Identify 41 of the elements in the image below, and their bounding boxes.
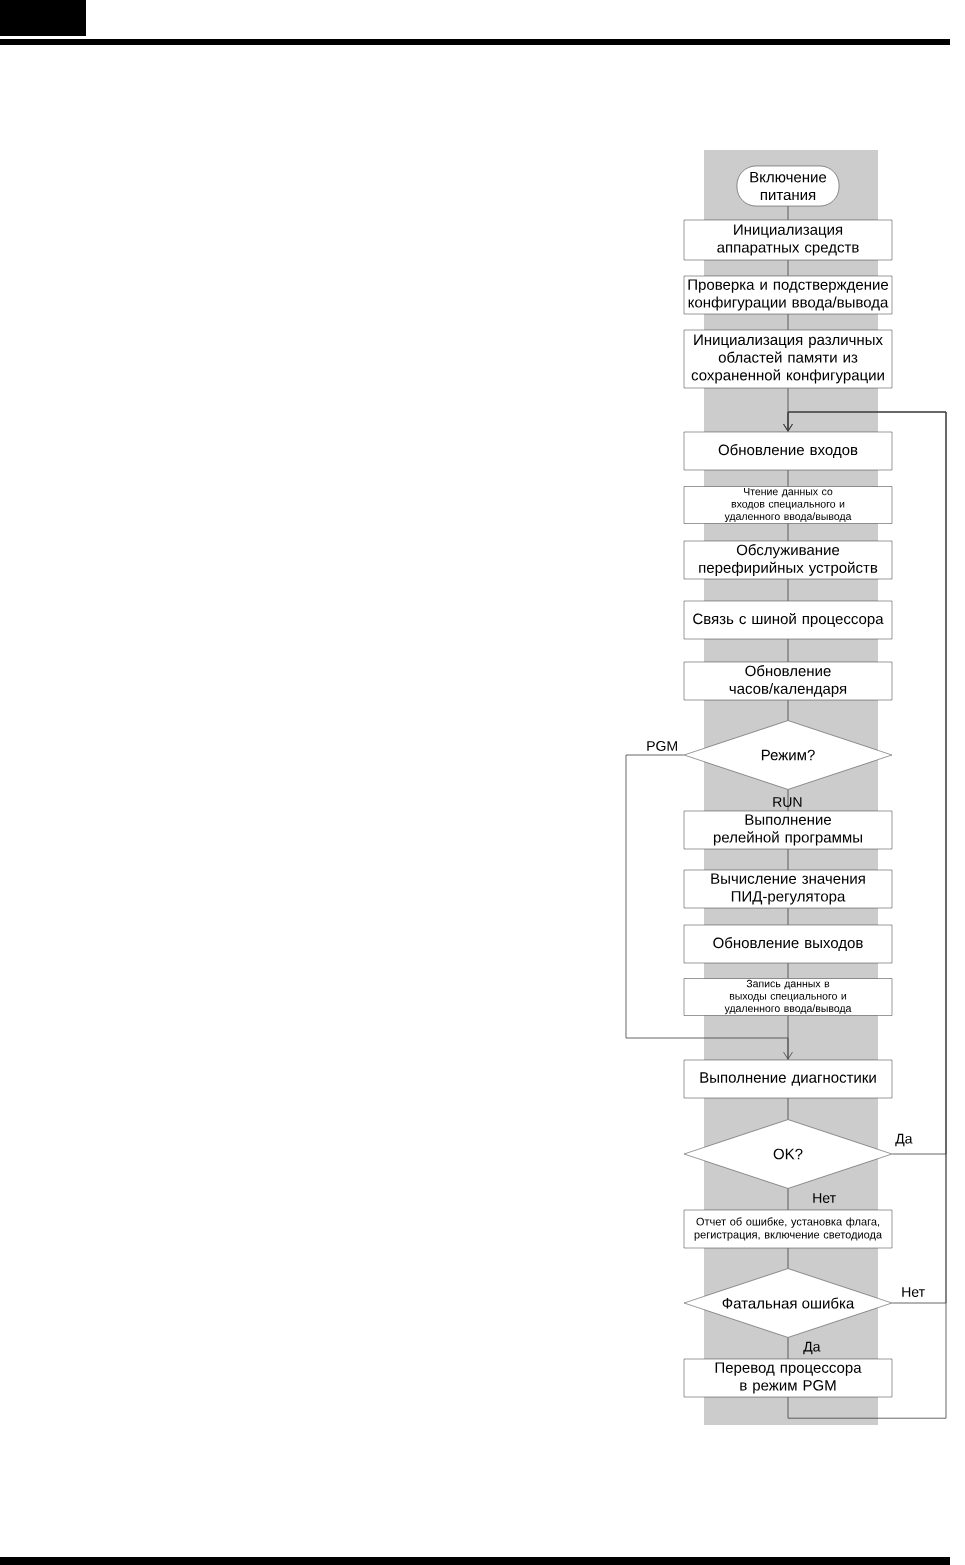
process-box: Связь с шиной процессора	[683, 600, 893, 640]
process-box: Вычисление значения ПИД-регулятора	[683, 869, 893, 909]
connector-line	[787, 789, 789, 812]
bypass-arrow	[625, 754, 793, 1060]
connector-line	[787, 699, 789, 721]
connector-line	[787, 962, 789, 979]
edge-label: Нет	[813, 1193, 836, 1203]
process-box: Обслуживание перефирийных устройств	[683, 540, 893, 580]
process-box: Чтение данных со входов специального и удаленного ввода/вывода	[683, 486, 893, 524]
process-box: Выполнение релейной программы	[683, 810, 893, 850]
connector-line	[787, 638, 789, 663]
connector-line	[787, 848, 789, 871]
edge-label: RUN	[773, 797, 802, 807]
connector-line	[787, 1015, 789, 1061]
connector-line	[787, 1188, 789, 1211]
connector-line	[787, 907, 789, 926]
connector-line	[787, 1247, 789, 1269]
connector-line	[787, 469, 789, 487]
connector-line	[787, 578, 789, 602]
terminal-box: Включение питания	[736, 165, 840, 207]
connector-line	[787, 259, 789, 277]
process-box: Проверка и подстверждение конфигурации ввода/вывода	[683, 275, 893, 315]
edge-label: Да	[803, 1341, 821, 1355]
process-box: Перевод процессора в режим PGM	[683, 1358, 893, 1398]
edge-label: Нет	[902, 1287, 925, 1297]
connector-line	[787, 1097, 789, 1120]
process-box: Инициализация различных областей памяти из сохраненной конфигурации	[683, 329, 893, 389]
connector-line	[787, 313, 789, 331]
process-box: Выполнение диагностики	[683, 1059, 893, 1099]
process-box: Обновление выходов	[683, 924, 893, 964]
connector-line	[787, 1337, 789, 1360]
process-box: Обновление часов/календаря	[683, 661, 893, 701]
edge-label: Да	[895, 1133, 913, 1147]
connector-line	[787, 387, 789, 433]
process-box: Инициализация аппаратных средств	[683, 219, 893, 261]
connector-line	[787, 523, 789, 542]
process-box: Запись данных в выходы специального и удаленного ввода/вывода	[683, 978, 893, 1016]
process-box: Обновление входов	[683, 431, 893, 471]
edge-label: PGM	[647, 741, 677, 751]
connector-line	[787, 205, 789, 221]
process-box: Отчет об ошибке, установка флага, регистрация, включение светодиода	[683, 1209, 893, 1249]
